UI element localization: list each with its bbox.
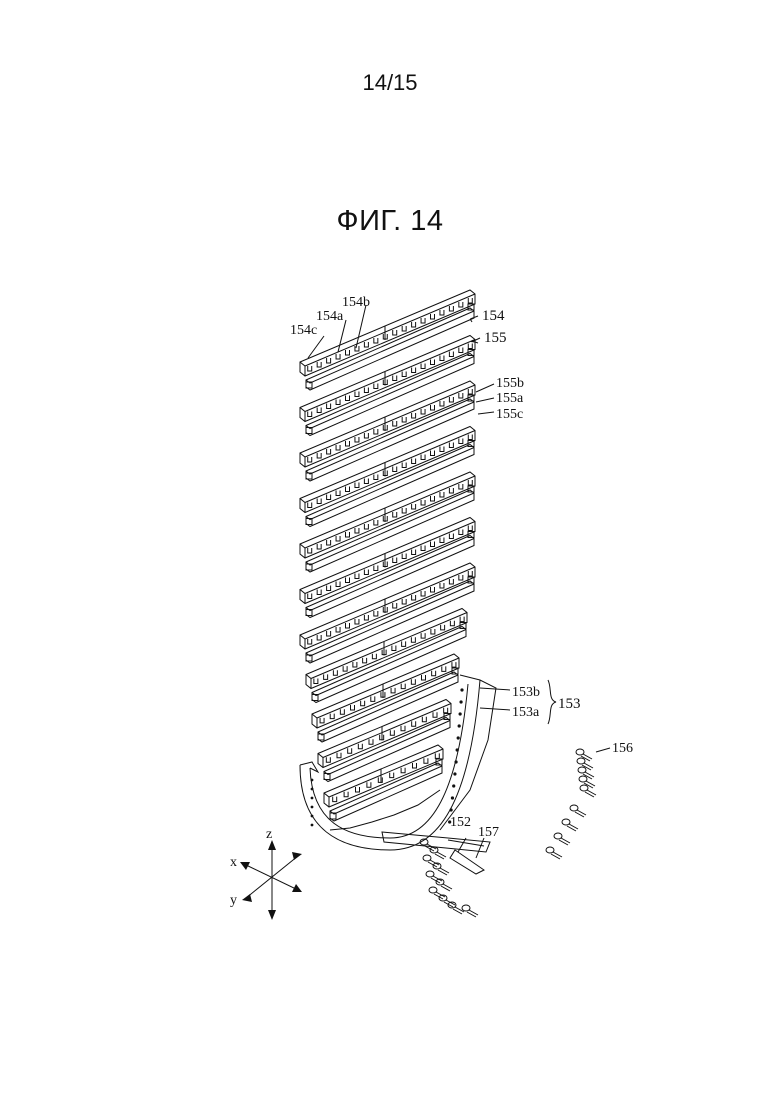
bolt (570, 805, 586, 817)
rail-pair (312, 654, 459, 742)
rail-stack (300, 290, 475, 821)
label-156: 156 (612, 741, 633, 756)
bolt (462, 905, 478, 917)
bolt (580, 785, 596, 797)
bolt (423, 855, 439, 867)
frame-hole (311, 806, 314, 809)
leader-lines (308, 305, 610, 858)
axis-label-z: z (266, 827, 272, 842)
rail-pair (318, 700, 451, 782)
label-154b: 154b (342, 295, 370, 310)
label-153b: 153b (512, 685, 540, 700)
bolt (429, 887, 445, 899)
frame-hole (459, 700, 462, 703)
frame-hole (460, 688, 463, 691)
label-155a: 155a (496, 391, 524, 406)
bolt (430, 847, 446, 859)
frame-hole (453, 772, 456, 775)
frame-hole (311, 797, 314, 800)
frame-hole (454, 760, 457, 763)
label-155b: 155b (496, 376, 524, 391)
label-153a: 153a (512, 705, 540, 720)
label-152: 152 (450, 815, 471, 830)
bolt (554, 833, 570, 845)
axis-label-y: y (230, 893, 237, 908)
frame-hole (451, 796, 454, 799)
frame-hole (457, 736, 460, 739)
bolt (436, 879, 452, 891)
frame-hole (311, 815, 314, 818)
axis-label-x: x (230, 855, 237, 870)
bolt-set-156 (420, 749, 596, 917)
label-154c: 154c (290, 323, 317, 338)
label-157: 157 (478, 825, 499, 840)
frame-hole (311, 788, 314, 791)
bolt (546, 847, 562, 859)
frame-hole (458, 724, 461, 727)
axis-triad: z x y (230, 827, 302, 920)
bolt (562, 819, 578, 831)
label-154: 154 (482, 308, 505, 324)
bolt (433, 863, 449, 875)
bolt (426, 871, 442, 883)
label-154a: 154a (316, 309, 344, 324)
frame-hole (452, 784, 455, 787)
frame-hole (449, 808, 452, 811)
frame-hole (311, 824, 314, 827)
frame-hole (456, 748, 459, 751)
label-153: 153 (558, 696, 581, 712)
frame-hole (459, 712, 462, 715)
frame-hole (311, 779, 314, 782)
bolt (439, 895, 455, 907)
label-155: 155 (484, 330, 507, 346)
label-155c: 155c (496, 407, 523, 422)
